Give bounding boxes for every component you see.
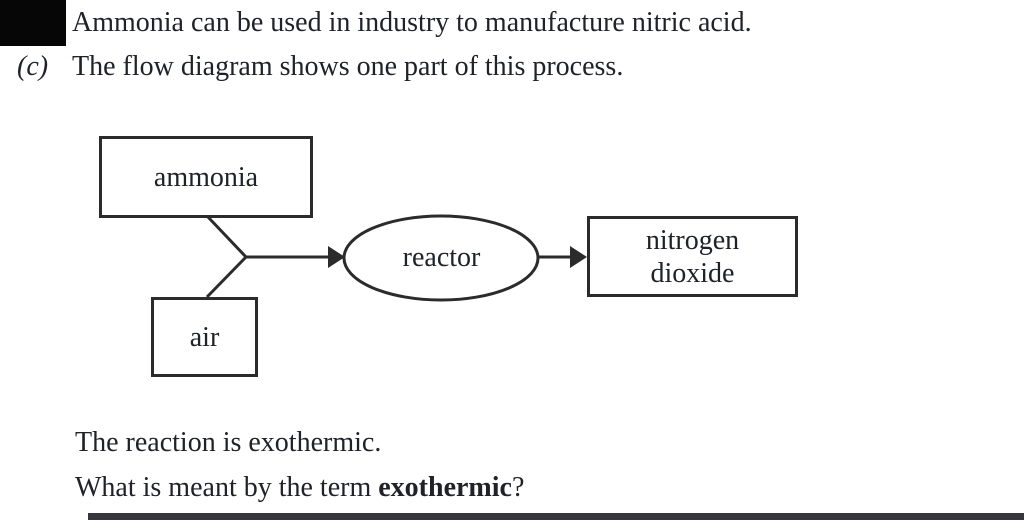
question-text: What is meant by the term exothermic? [75,471,524,505]
part-text: The flow diagram shows one part of this … [72,51,624,82]
nitrogen-dioxide-node: nitrogen dioxide [587,216,798,297]
bottom-scan-bar [88,513,1024,520]
reactor-label: reactor [402,242,481,273]
statement-text: The reaction is exothermic. [75,427,382,458]
ammonia-node: ammonia [99,136,313,218]
air-to-junction-line [205,255,248,299]
ammonia-to-junction-line [206,215,248,259]
redaction-box [0,0,66,46]
nitrogen-dioxide-label-line1: nitrogen [645,224,740,256]
question-bold-term: exothermic [378,472,512,503]
arrowhead-into-reactor-icon [328,246,345,268]
air-node: air [151,297,258,377]
arrowhead-into-nitrogen-dioxide-icon [570,246,587,268]
question-suffix: ? [511,472,525,503]
ammonia-label: ammonia [153,161,259,193]
part-label: (c) [17,51,49,82]
air-label: air [189,321,220,353]
nitrogen-dioxide-label-line2: dioxide [650,257,735,289]
reactor-node: reactor [344,216,539,300]
intro-text: Ammonia can be used in industry to manuf… [72,7,752,38]
question-prefix: What is meant by the term [75,472,379,503]
